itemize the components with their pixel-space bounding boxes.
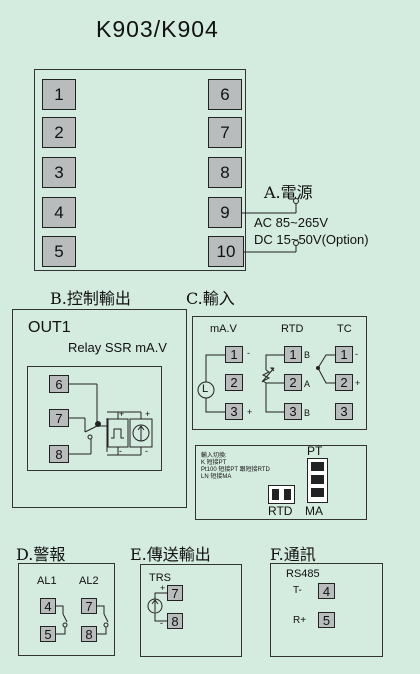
control-output-heading: B.控制輸出	[50, 289, 131, 308]
trs-terminal-8: 8	[167, 613, 183, 629]
rtd-terminal-1: 1	[284, 346, 302, 363]
transmit-panel	[140, 564, 242, 657]
terminal-10: 10	[208, 236, 244, 267]
al2-label: AL2	[79, 575, 99, 587]
alarm-panel	[18, 563, 115, 656]
rtd-letter-b2: B	[304, 408, 311, 418]
terminal-7-out: 7	[49, 409, 69, 427]
control-output-panel	[12, 309, 187, 508]
trs-label: TRS	[149, 572, 171, 584]
mav-terminal-3: 3	[225, 403, 243, 420]
rtd-jumper-pin-1	[271, 488, 280, 501]
rs485-label: RS485	[286, 568, 320, 580]
terminal-3: 3	[42, 157, 76, 188]
ssr-plus-label: +	[119, 409, 125, 419]
tc-terminal-3: 3	[335, 403, 353, 420]
trs-minus-label: -	[160, 618, 163, 628]
trs-terminal-7: 7	[167, 585, 183, 601]
terminal-9: 9	[208, 197, 242, 228]
pt-jumper-pin-1	[310, 461, 325, 472]
al1-label: AL1	[37, 575, 57, 587]
terminal-5: 5	[42, 236, 76, 267]
jumper-rtd-label: RTD	[268, 504, 293, 518]
jumper-note-line-1: K 短接PT	[201, 460, 227, 466]
page-title: K903/K904	[96, 16, 219, 42]
l-label: L	[202, 383, 209, 395]
tc-terminal-2: 2	[335, 374, 353, 391]
mav-minus-label: -	[247, 348, 250, 358]
power-heading: A.電源	[264, 183, 313, 202]
comm-panel	[270, 563, 383, 657]
al1-terminal-5: 5	[40, 626, 56, 642]
comm-terminal-5: 5	[318, 612, 335, 628]
output-types-label: Relay SSR mA.V	[68, 340, 167, 355]
tc-terminal-1: 1	[335, 346, 353, 363]
rtd-jumper-pin-2	[283, 488, 292, 501]
input-rtd-label: RTD	[281, 323, 304, 335]
input-mav-label: mA.V	[210, 323, 237, 335]
mav-plus-label: +	[247, 407, 253, 417]
rtd-letter-b1: B	[304, 350, 311, 360]
power-dc-label: DC 15~50V(Option)	[254, 232, 369, 247]
ma-minus-label: -	[145, 446, 148, 456]
rtd-letter-a: A	[304, 379, 311, 389]
alarm-heading: D.警報	[16, 545, 66, 564]
terminal-8: 8	[208, 157, 242, 188]
terminal-7: 7	[208, 117, 242, 148]
jumper-note-line-2: Pt100 短接PT 跟短接RTD	[201, 467, 270, 473]
terminal-block	[34, 69, 246, 271]
comm-terminal-4: 4	[318, 583, 335, 599]
terminal-2: 2	[42, 117, 76, 148]
jumper-panel	[195, 445, 367, 520]
r-plus-label: R+	[293, 615, 307, 626]
power-ac-label: AC 85~265V	[254, 215, 329, 230]
mav-terminal-1: 1	[225, 346, 243, 363]
input-heading: C.輸入	[186, 289, 235, 308]
mav-terminal-2: 2	[225, 374, 243, 391]
input-panel	[192, 316, 367, 430]
terminal-4: 4	[42, 197, 76, 228]
al2-terminal-7: 7	[81, 598, 97, 614]
tc-minus-label: -	[355, 349, 358, 359]
ma-plus-label: +	[145, 409, 151, 419]
transmit-heading: E.傳送輸出	[130, 545, 211, 564]
jumper-pt-label: PT	[307, 444, 323, 458]
control-output-inner-box	[27, 366, 162, 471]
jumper-ma-label: MA	[305, 504, 323, 518]
pt-jumper-pin-2	[310, 474, 325, 485]
comm-heading: F.通訊	[270, 545, 316, 564]
terminal-8-out: 8	[49, 445, 69, 463]
input-tc-label: TC	[337, 323, 352, 335]
rtd-terminal-2: 2	[284, 374, 302, 391]
rtd-terminal-3: 3	[284, 403, 302, 420]
jumper-note-title: 輸入切換:	[201, 453, 227, 459]
t-minus-label: T-	[293, 585, 302, 596]
pt-jumper-pin-3	[310, 487, 325, 498]
jumper-note-line-3: LN 短接MA	[201, 474, 232, 480]
ssr-minus-label: -	[119, 446, 122, 456]
terminal-1: 1	[42, 79, 76, 110]
out1-label: OUT1	[28, 319, 71, 336]
tc-plus-label: +	[355, 378, 361, 388]
al2-terminal-8: 8	[81, 626, 97, 642]
terminal-6-out: 6	[49, 375, 69, 393]
terminal-6: 6	[208, 79, 242, 110]
al1-terminal-4: 4	[40, 598, 56, 614]
trs-plus-label: +	[160, 583, 166, 593]
